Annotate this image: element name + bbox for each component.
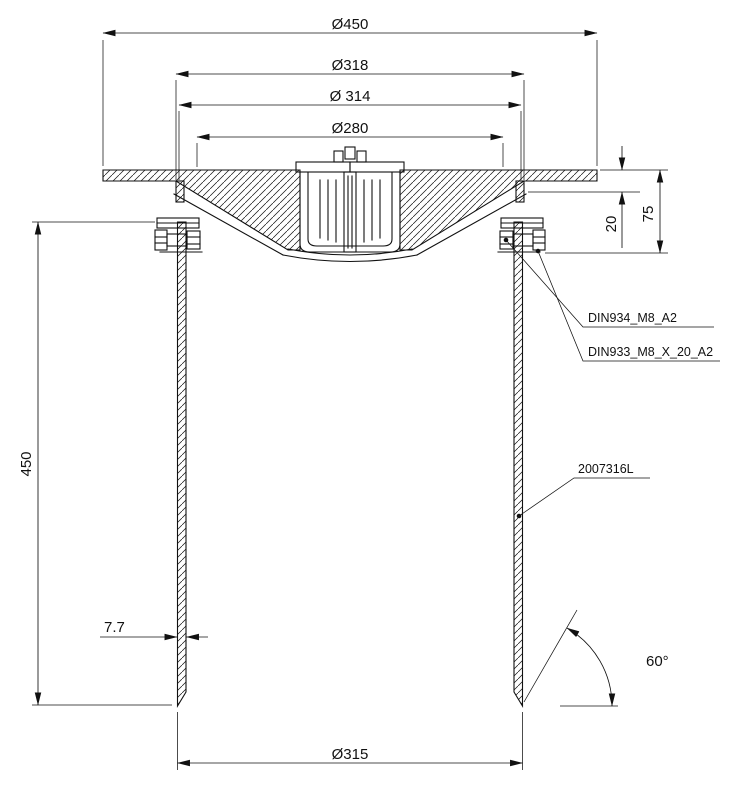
funnel-flange-section-right (399, 169, 598, 256)
funnel-outer-surface-right (416, 193, 527, 256)
label-nut-spec: DIN934_M8_A2 (588, 311, 677, 325)
dim-funnel-outer-diameter: Ø318 (175, 57, 525, 180)
callout-nut-din934: DIN934_M8_A2 (503, 237, 714, 328)
dim-funnel-inner-diameter: Ø 314 (178, 88, 522, 180)
hex-bolt-head (154, 229, 168, 251)
dim-barrel-height-450: 450 (18, 221, 172, 706)
bevel-extension-line (523, 609, 578, 703)
strainer-half-right (349, 150, 405, 253)
dim-wall-thickness-7-7: 7.7 (100, 619, 208, 641)
dim-text-280-diameter: Ø280 (332, 120, 369, 137)
strainer-top-bar (295, 161, 351, 173)
label-bolt-spec: DIN933_M8_X_20_A2 (588, 345, 713, 359)
funnel-outer-surface-left (173, 193, 284, 256)
bowl-bottom (282, 248, 418, 263)
bowl-bottom-inner-line (287, 248, 413, 256)
dim-text-20: 20 (603, 216, 620, 233)
barrel-wall-left (176, 221, 187, 708)
leader-line-bolt (537, 250, 720, 362)
funnel-flange-section-left (102, 169, 301, 256)
dim-outer-flange-diameter: Ø450 (102, 16, 598, 166)
label-part-number: 2007316L (578, 462, 634, 476)
dim-text-314-diameter: Ø 314 (330, 88, 371, 105)
dim-bevel-angle-60: 60° (523, 609, 669, 707)
clamp-bolt-assembly-left (154, 217, 203, 253)
callout-part-number: 2007316L (516, 462, 650, 519)
leader-line-part (518, 477, 650, 517)
strainer-center-post (343, 146, 357, 253)
dim-text-7-7: 7.7 (104, 619, 125, 636)
funnel-body-right (399, 169, 598, 251)
dim-funnel-depth-75: 75 (545, 169, 668, 254)
strainer-crown-block (333, 150, 344, 163)
strainer-cup-outer (299, 171, 351, 253)
funnel-body-left (102, 169, 301, 251)
bowl-bottom-outer-line (282, 254, 418, 263)
strainer-cup-inner (307, 171, 351, 247)
strainer-crown-center (344, 146, 356, 160)
hex-nut (186, 230, 201, 250)
funnel-skirt-right (515, 180, 525, 203)
funnel-skirt-left (175, 180, 185, 203)
dim-opening-diameter: Ø280 (196, 120, 504, 167)
dim-text-450-height: 450 (18, 451, 35, 476)
barrel-wall-right (513, 221, 524, 708)
dim-flange-thickness-20: 20 (528, 146, 640, 248)
dim-text-450-diameter: Ø450 (332, 16, 369, 33)
angle-arc (566, 627, 616, 707)
dim-text-318-diameter: Ø318 (332, 57, 369, 74)
strainer-half (295, 150, 351, 253)
leader-line-nut (505, 239, 714, 328)
dim-text-315-diameter: Ø315 (332, 746, 369, 763)
dim-barrel-diameter-315: Ø315 (176, 712, 524, 770)
dim-text-60deg: 60° (646, 653, 669, 670)
callout-bolt-din933: DIN933_M8_X_20_A2 (535, 248, 720, 362)
dim-text-75: 75 (640, 206, 657, 223)
